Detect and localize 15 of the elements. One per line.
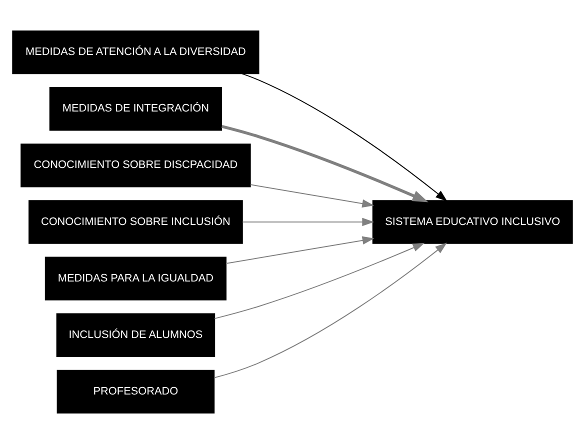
node-box: CONOCIMIENTO SOBRE INCLUSIÓN	[28, 200, 243, 244]
arrow	[242, 218, 374, 226]
arrow	[250, 184, 374, 208]
arrow	[242, 73, 448, 202]
node-box: MEDIDAS PARA LA IGUALDAD	[44, 256, 226, 300]
node-box: SISTEMA EDUCATIVO INCLUSIVO	[372, 200, 573, 244]
node-box: INCLUSIÓN DE ALUMNOS	[56, 313, 216, 357]
node-box: CONOCIMIENTO SOBRE DISCPACIDAD	[20, 144, 251, 188]
arrow	[214, 242, 425, 320]
node-box: MEDIDAS DE INTEGRACIÓN	[49, 87, 222, 131]
arrow	[214, 242, 448, 378]
arrow	[222, 125, 428, 202]
arrow	[226, 236, 374, 264]
node-box: MEDIDAS DE ATENCIÓN A LA DIVERSIDAD	[12, 30, 260, 74]
node-box: PROFESORADO	[56, 370, 215, 414]
